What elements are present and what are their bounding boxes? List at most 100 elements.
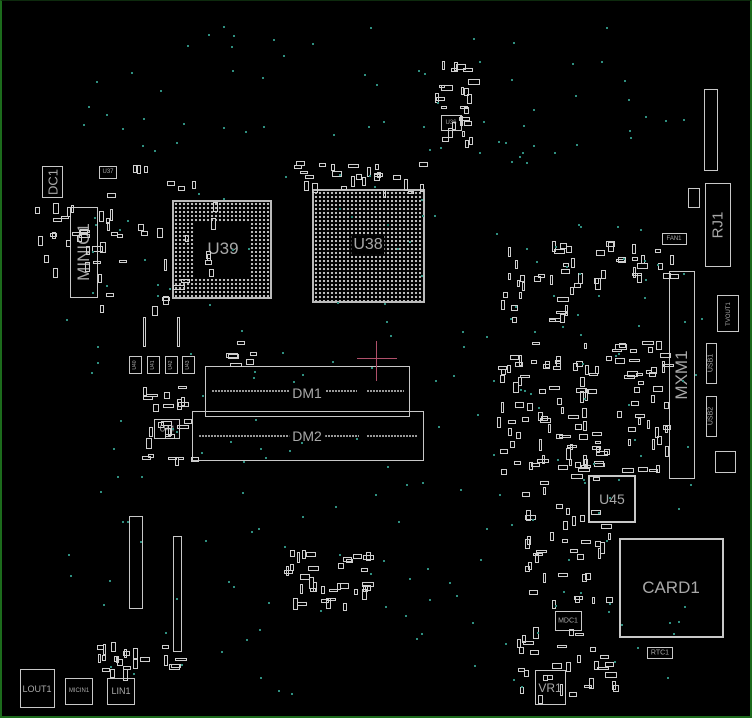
component-usb2[interactable] [706, 396, 717, 437]
via [687, 445, 690, 448]
smd-pad [168, 456, 178, 461]
label-mdc1: MDC1 [558, 617, 578, 625]
via [263, 125, 266, 128]
smd-pad [363, 554, 375, 560]
smd-pad [163, 392, 170, 400]
component-u42[interactable] [165, 356, 178, 374]
component-lout1[interactable] [20, 669, 55, 708]
component-connector[interactable] [688, 188, 700, 208]
smd-pad [634, 413, 646, 418]
component-u40[interactable] [129, 356, 142, 374]
smd-pad [305, 551, 317, 558]
smd-pad [340, 583, 349, 589]
component-connector[interactable] [129, 516, 143, 609]
smd-pad [595, 250, 606, 256]
via [222, 197, 225, 200]
via [572, 63, 575, 66]
via [301, 515, 304, 518]
via [405, 484, 408, 487]
component-micin1[interactable] [65, 678, 93, 705]
component-connector[interactable] [704, 89, 718, 171]
via [534, 331, 537, 334]
via [509, 317, 512, 320]
component-rj1[interactable] [705, 183, 731, 267]
via [579, 225, 582, 228]
smd-pad [591, 510, 601, 515]
via [371, 366, 374, 369]
component-minic1[interactable] [70, 207, 98, 298]
component-lin1[interactable] [107, 678, 135, 705]
via [529, 393, 532, 396]
component-dc1[interactable] [42, 166, 63, 198]
smd-pad [175, 658, 187, 662]
component-vr1[interactable] [535, 670, 566, 705]
smd-pad [142, 456, 152, 461]
smd-pad [566, 444, 578, 448]
smd-pad [450, 68, 459, 72]
smd-pad [642, 341, 655, 345]
smd-pad [110, 668, 115, 678]
smd-pad [575, 461, 582, 468]
component-u36[interactable] [441, 115, 462, 131]
smd-pad [460, 105, 469, 110]
smd-pad [661, 361, 665, 373]
via [202, 394, 205, 397]
via [639, 229, 642, 232]
via [300, 442, 303, 445]
smd-pad [361, 568, 369, 573]
smd-pad [576, 554, 584, 561]
smd-pad [516, 280, 521, 288]
smd-pad [524, 565, 531, 573]
smd-pad [557, 572, 568, 577]
component-card1[interactable] [619, 538, 724, 638]
component-connector[interactable] [173, 536, 182, 652]
component-u45[interactable] [588, 475, 636, 523]
smd-pad [382, 189, 387, 199]
smd-pad [638, 381, 645, 386]
smd-pad [521, 281, 525, 292]
component-dm2[interactable] [192, 411, 424, 461]
smd-pad [549, 532, 555, 542]
smd-pad [659, 352, 672, 359]
smd-pad [629, 358, 640, 362]
via [421, 215, 424, 218]
smd-pad [534, 276, 541, 283]
smd-pad [559, 434, 572, 439]
via [521, 151, 524, 154]
via [427, 568, 430, 571]
smd-pad [434, 92, 440, 104]
via [683, 273, 686, 276]
smd-pad [597, 666, 609, 670]
component-u41[interactable] [147, 356, 160, 374]
component-rtc1[interactable] [647, 647, 673, 659]
smd-pad [345, 558, 353, 563]
smd-pad [565, 448, 571, 460]
via [498, 140, 501, 143]
component-mdc1[interactable] [555, 611, 582, 631]
via [82, 123, 85, 126]
component-mxm1[interactable] [669, 271, 695, 479]
label-rj1: RJ1 [709, 211, 727, 239]
smd-pad [656, 465, 660, 474]
label-u43: U43 [185, 360, 191, 370]
component-usb1[interactable] [706, 343, 717, 384]
component-connector[interactable] [715, 451, 736, 473]
via [292, 381, 295, 384]
via [186, 45, 189, 48]
smd-pad [447, 128, 453, 139]
smd-pad [570, 443, 574, 450]
component-u39[interactable] [172, 200, 272, 299]
smd-pad [177, 425, 189, 430]
component-u37[interactable] [99, 166, 117, 179]
label-rtc1: RTC1 [650, 649, 670, 657]
component-dm1[interactable] [205, 366, 410, 417]
component-fan1[interactable] [662, 233, 687, 245]
smd-pad [605, 355, 612, 362]
smd-pad [329, 588, 338, 593]
via [526, 248, 529, 251]
component-u43[interactable] [182, 356, 195, 374]
component-tvout1[interactable] [717, 295, 739, 332]
smd-pad [296, 551, 301, 564]
smd-pad [163, 258, 167, 271]
